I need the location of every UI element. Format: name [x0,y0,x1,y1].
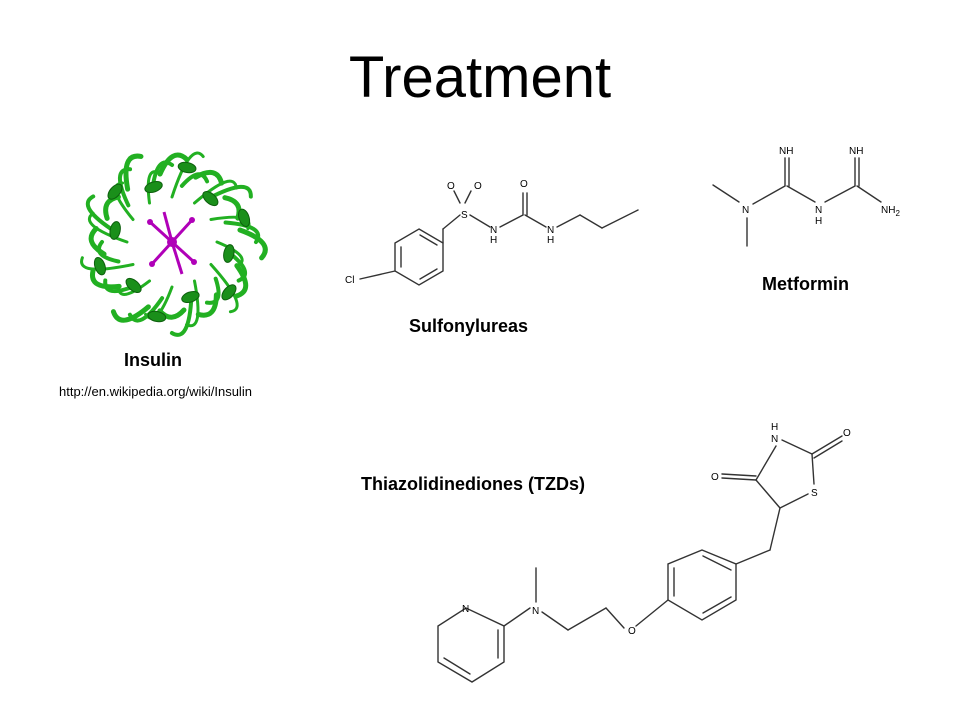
insulin-core [147,211,197,275]
atom-nh-n: N [815,205,822,216]
atom-nh1-h: H [490,235,497,246]
tzd-structure: H N O S O O N N [437,422,851,683]
atom-s: S [461,210,468,221]
atom-nh2-h: H [547,235,554,246]
atom-nh2-n: N [547,225,554,236]
atom-o-ether: O [628,626,636,637]
tzd-label: Thiazolidinediones (TZDs) [361,474,585,494]
slide-title: Treatment [348,45,612,110]
sulfonylurea-structure: Cl S O O N H O N H [345,179,639,286]
atom-nh1-n: N [490,225,497,236]
insulin-label: Insulin [124,350,182,370]
atom-n-pyr: N [462,604,469,615]
atom-o1: O [447,181,455,192]
insulin-source-link[interactable]: http://en.wikipedia.org/wiki/Insulin [59,384,252,399]
atom-nh-h: H [815,216,822,227]
insulin-structure-image [80,151,268,337]
atom-s: S [811,488,818,499]
atom-h: H [771,422,778,433]
atom-nh2-subscript: 2 [895,209,900,218]
atom-o-left: O [711,472,719,483]
atom-o2: O [474,181,482,192]
metformin-label: Metformin [762,274,849,294]
atom-nh2: NH2 [881,205,900,218]
insulin-ribbons [80,151,268,337]
atom-o-right: O [843,428,851,439]
atom-nh-a: NH [779,146,793,157]
atom-nh2-text: NH [881,205,895,216]
atom-n-amine: N [532,606,539,617]
atom-n: N [742,205,749,216]
atom-o3: O [520,179,528,190]
metformin-structure: N NH N H NH NH2 [712,146,900,247]
atom-cl: Cl [345,275,354,286]
atom-nh-b: NH [849,146,863,157]
sulfonylureas-label: Sulfonylureas [409,316,529,336]
atom-n-ring: N [771,434,778,445]
